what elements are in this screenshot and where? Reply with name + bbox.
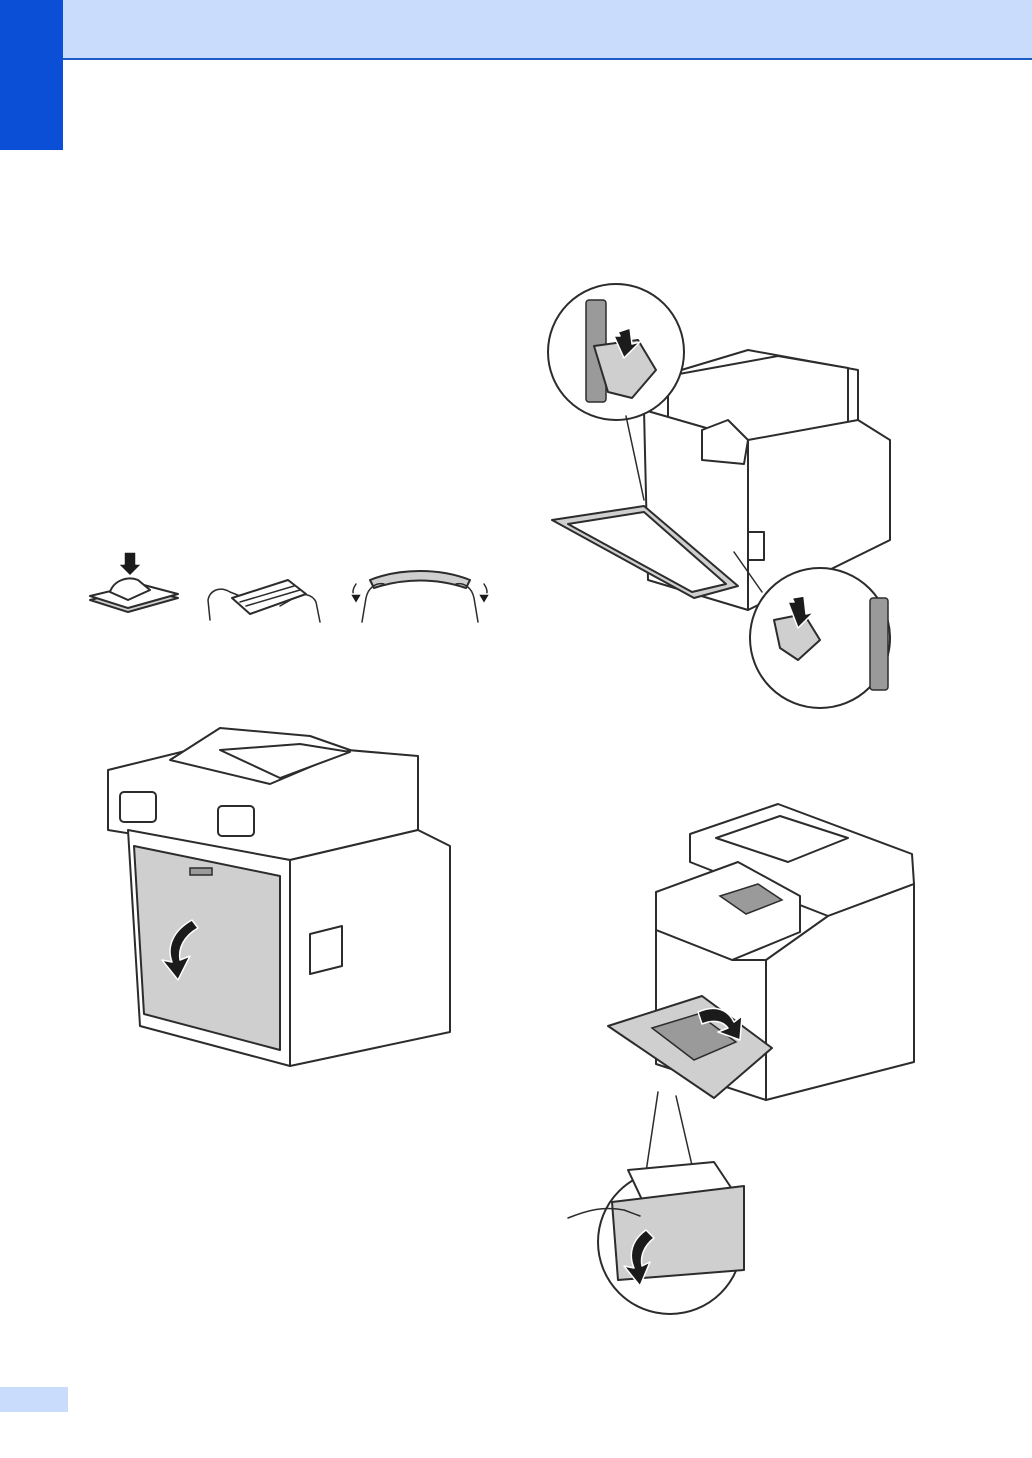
header-band xyxy=(63,0,1032,60)
open-back-cover-illustration xyxy=(100,720,470,1070)
fan-envelopes-illustration xyxy=(80,550,480,630)
page-number-tab xyxy=(0,1387,68,1412)
open-mp-tray-illustration xyxy=(548,800,918,1320)
pull-down-green-levers-illustration xyxy=(548,280,938,730)
chapter-side-tab xyxy=(0,0,63,150)
